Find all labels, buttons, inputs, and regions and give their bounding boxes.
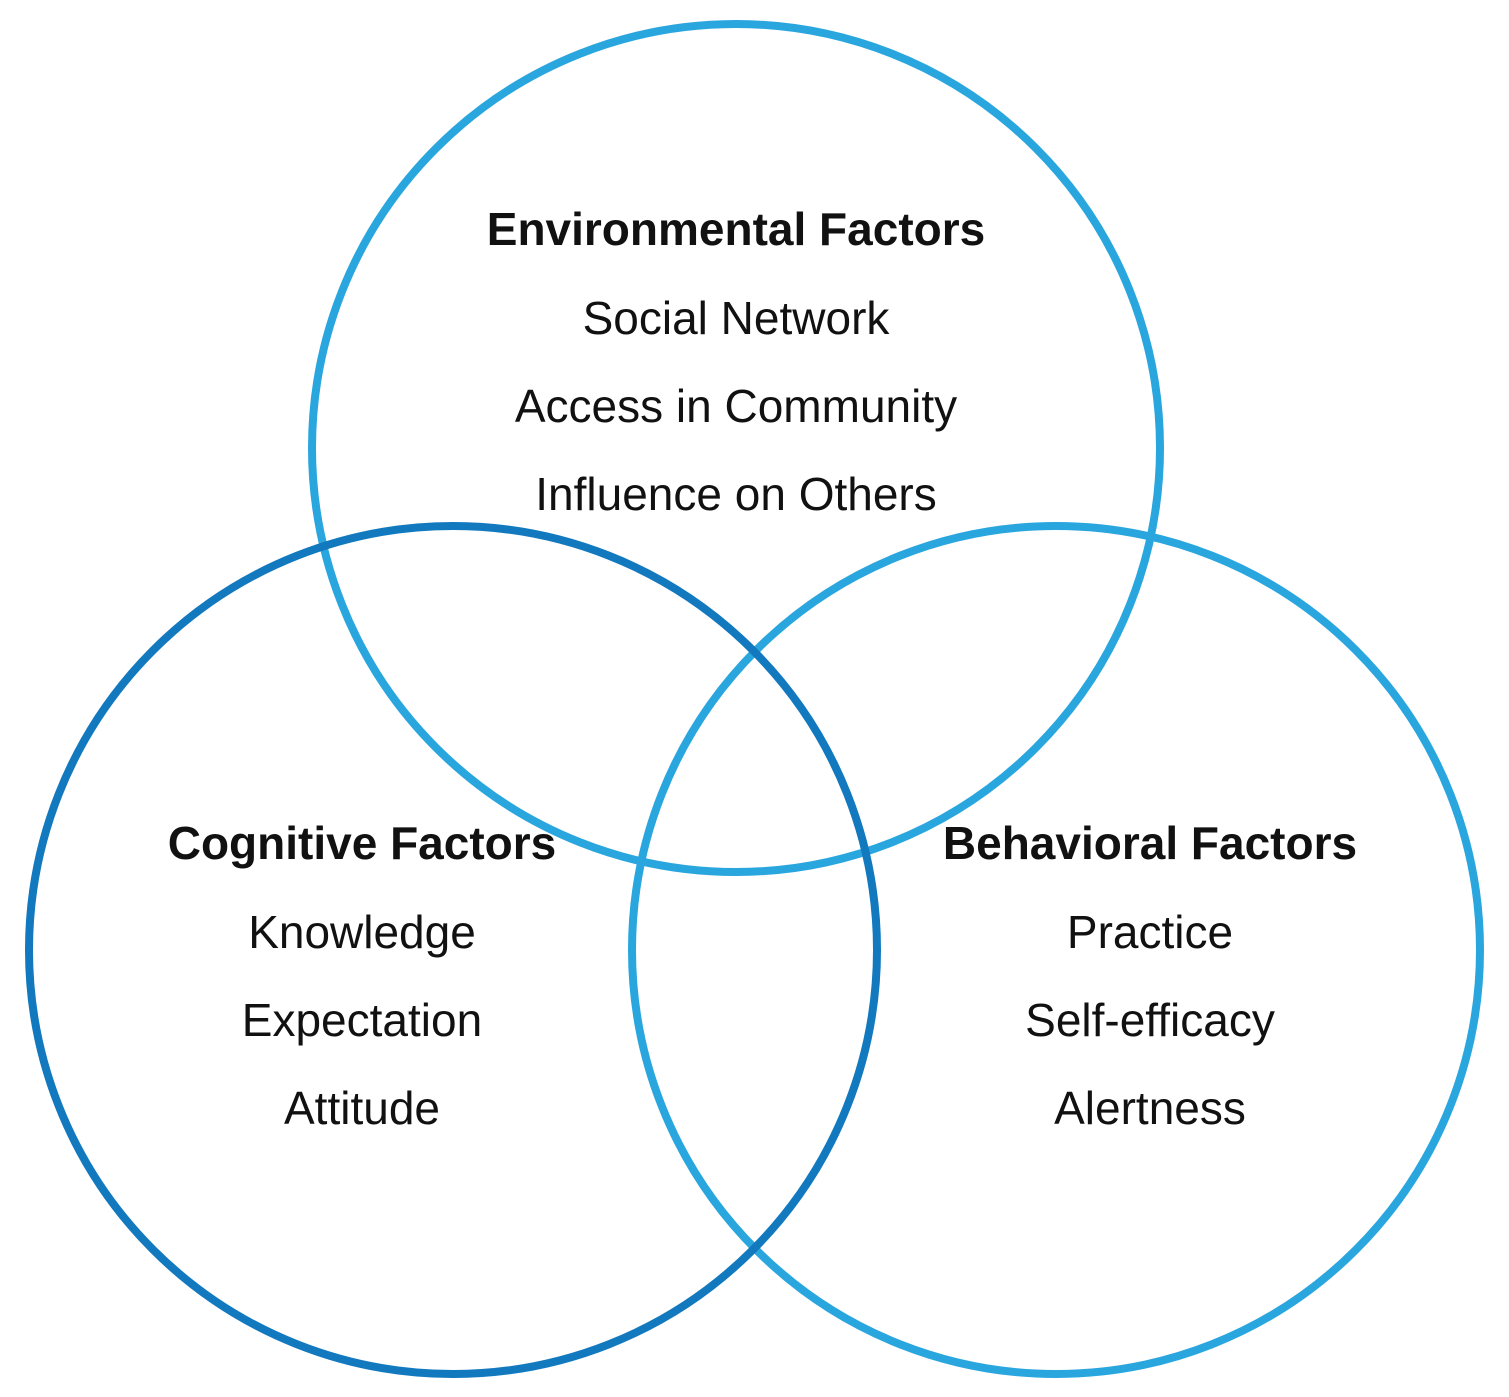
- environmental-item: Social Network: [582, 292, 890, 344]
- behavioral-item: Self-efficacy: [1025, 994, 1275, 1046]
- environmental-circle: [308, 20, 1164, 876]
- environmental-factors-group: Environmental Factors Social Network Acc…: [436, 184, 1036, 538]
- cognitive-item: Knowledge: [248, 906, 476, 958]
- cognitive-factors-title: Cognitive Factors: [167, 817, 557, 869]
- behavioral-circle: [628, 522, 1484, 1378]
- behavioral-factors-group: Behavioral Factors Practice Self-efficac…: [850, 798, 1450, 1152]
- environmental-item: Influence on Others: [535, 468, 937, 520]
- behavioral-factors-title: Behavioral Factors: [942, 817, 1358, 869]
- cognitive-item: Expectation: [241, 994, 483, 1046]
- environmental-item: Access in Community: [514, 380, 958, 432]
- cognitive-factors-group: Cognitive Factors Knowledge Expectation …: [62, 798, 662, 1152]
- behavioral-item: Practice: [1066, 906, 1234, 958]
- environmental-factors-title: Environmental Factors: [486, 203, 986, 255]
- cognitive-item: Attitude: [284, 1082, 440, 1134]
- behavioral-item: Alertness: [1054, 1082, 1246, 1134]
- cognitive-circle: [25, 522, 881, 1378]
